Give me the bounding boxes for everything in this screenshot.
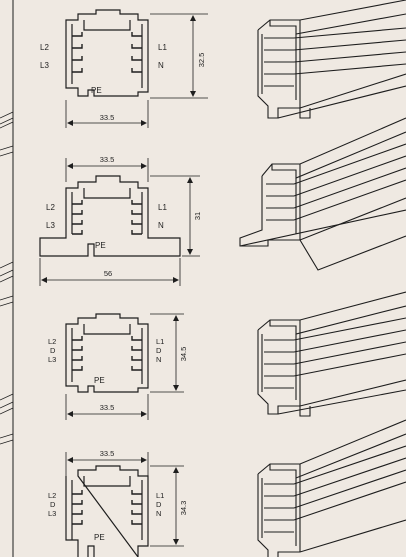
label-l2: L2	[40, 43, 49, 52]
width-dimension-value: 33.5	[100, 113, 115, 122]
track-3d-view-1	[257, 0, 406, 119]
label-n: N	[158, 61, 164, 70]
label-l3: L3	[48, 509, 56, 518]
height-dimension-line	[150, 13, 208, 99]
height-dimension-value: 34.5	[179, 347, 188, 362]
width-dimension-value: 33.5	[100, 403, 115, 412]
label-pe: PE	[95, 241, 106, 250]
profile-cross-section	[65, 313, 149, 393]
label-d: D	[156, 346, 162, 355]
track-profile-1: L2 L3 L1 N PE 32.5 33.5	[40, 9, 208, 128]
label-l3: L3	[46, 221, 55, 230]
label-d: D	[50, 346, 56, 355]
track-3d-view-2	[239, 117, 406, 271]
height-dimension-line	[150, 465, 184, 547]
label-l3: L3	[48, 355, 56, 364]
width-dimension-line	[65, 394, 149, 420]
height-dimension-line	[150, 313, 184, 393]
conductor-slots-left	[72, 32, 83, 73]
label-l1: L1	[156, 337, 164, 346]
profile-cross-section	[65, 465, 149, 557]
label-l2: L2	[46, 203, 55, 212]
label-pe: PE	[94, 376, 105, 385]
label-d: D	[156, 500, 162, 509]
conductor-slots-left	[72, 336, 83, 371]
label-d: D	[50, 500, 56, 509]
label-l1: L1	[156, 491, 164, 500]
left-margin-edge	[0, 0, 14, 557]
height-dimension-value: 31	[193, 212, 202, 220]
width-dimension-value: 33.5	[100, 449, 115, 458]
track-profile-4: 33.5 L2 D L3 L1 D N PE 3	[48, 449, 188, 557]
label-l2: L2	[48, 491, 56, 500]
profile-cross-section	[65, 9, 149, 97]
label-n: N	[158, 221, 164, 230]
conductor-slots-right	[131, 490, 142, 525]
height-dimension-value: 32.5	[197, 53, 206, 68]
flange-dimension-line	[39, 258, 181, 286]
conductor-slots-left	[72, 200, 83, 235]
conductor-slots-left	[72, 490, 83, 525]
label-l1: L1	[158, 43, 167, 52]
label-l2: L2	[48, 337, 56, 346]
width-dimension-line	[65, 452, 149, 476]
conductor-slots-right	[131, 336, 142, 371]
width-dimension-value: 33.5	[100, 155, 115, 164]
label-pe: PE	[91, 86, 102, 95]
width-dimension-line	[65, 158, 149, 182]
height-dimension-value: 34.3	[179, 501, 188, 516]
label-pe: PE	[94, 533, 105, 542]
track-profile-3: L2 D L3 L1 D N PE 34.5 33.5	[48, 313, 188, 420]
track-3d-view-4	[257, 419, 406, 557]
track-profile-2: 33.5 L2 L3 L1 N PE 31	[39, 155, 202, 286]
width-dimension-line	[65, 100, 149, 128]
height-dimension-line	[150, 175, 200, 257]
label-l3: L3	[40, 61, 49, 70]
label-l1: L1	[158, 203, 167, 212]
label-n: N	[156, 509, 161, 518]
flange-dimension-value: 56	[104, 269, 112, 278]
profile-cross-section	[39, 175, 181, 257]
conductor-slots-right	[131, 32, 142, 73]
conductor-slots-right	[131, 200, 142, 235]
track-3d-view-3	[257, 291, 406, 417]
label-n: N	[156, 355, 161, 364]
